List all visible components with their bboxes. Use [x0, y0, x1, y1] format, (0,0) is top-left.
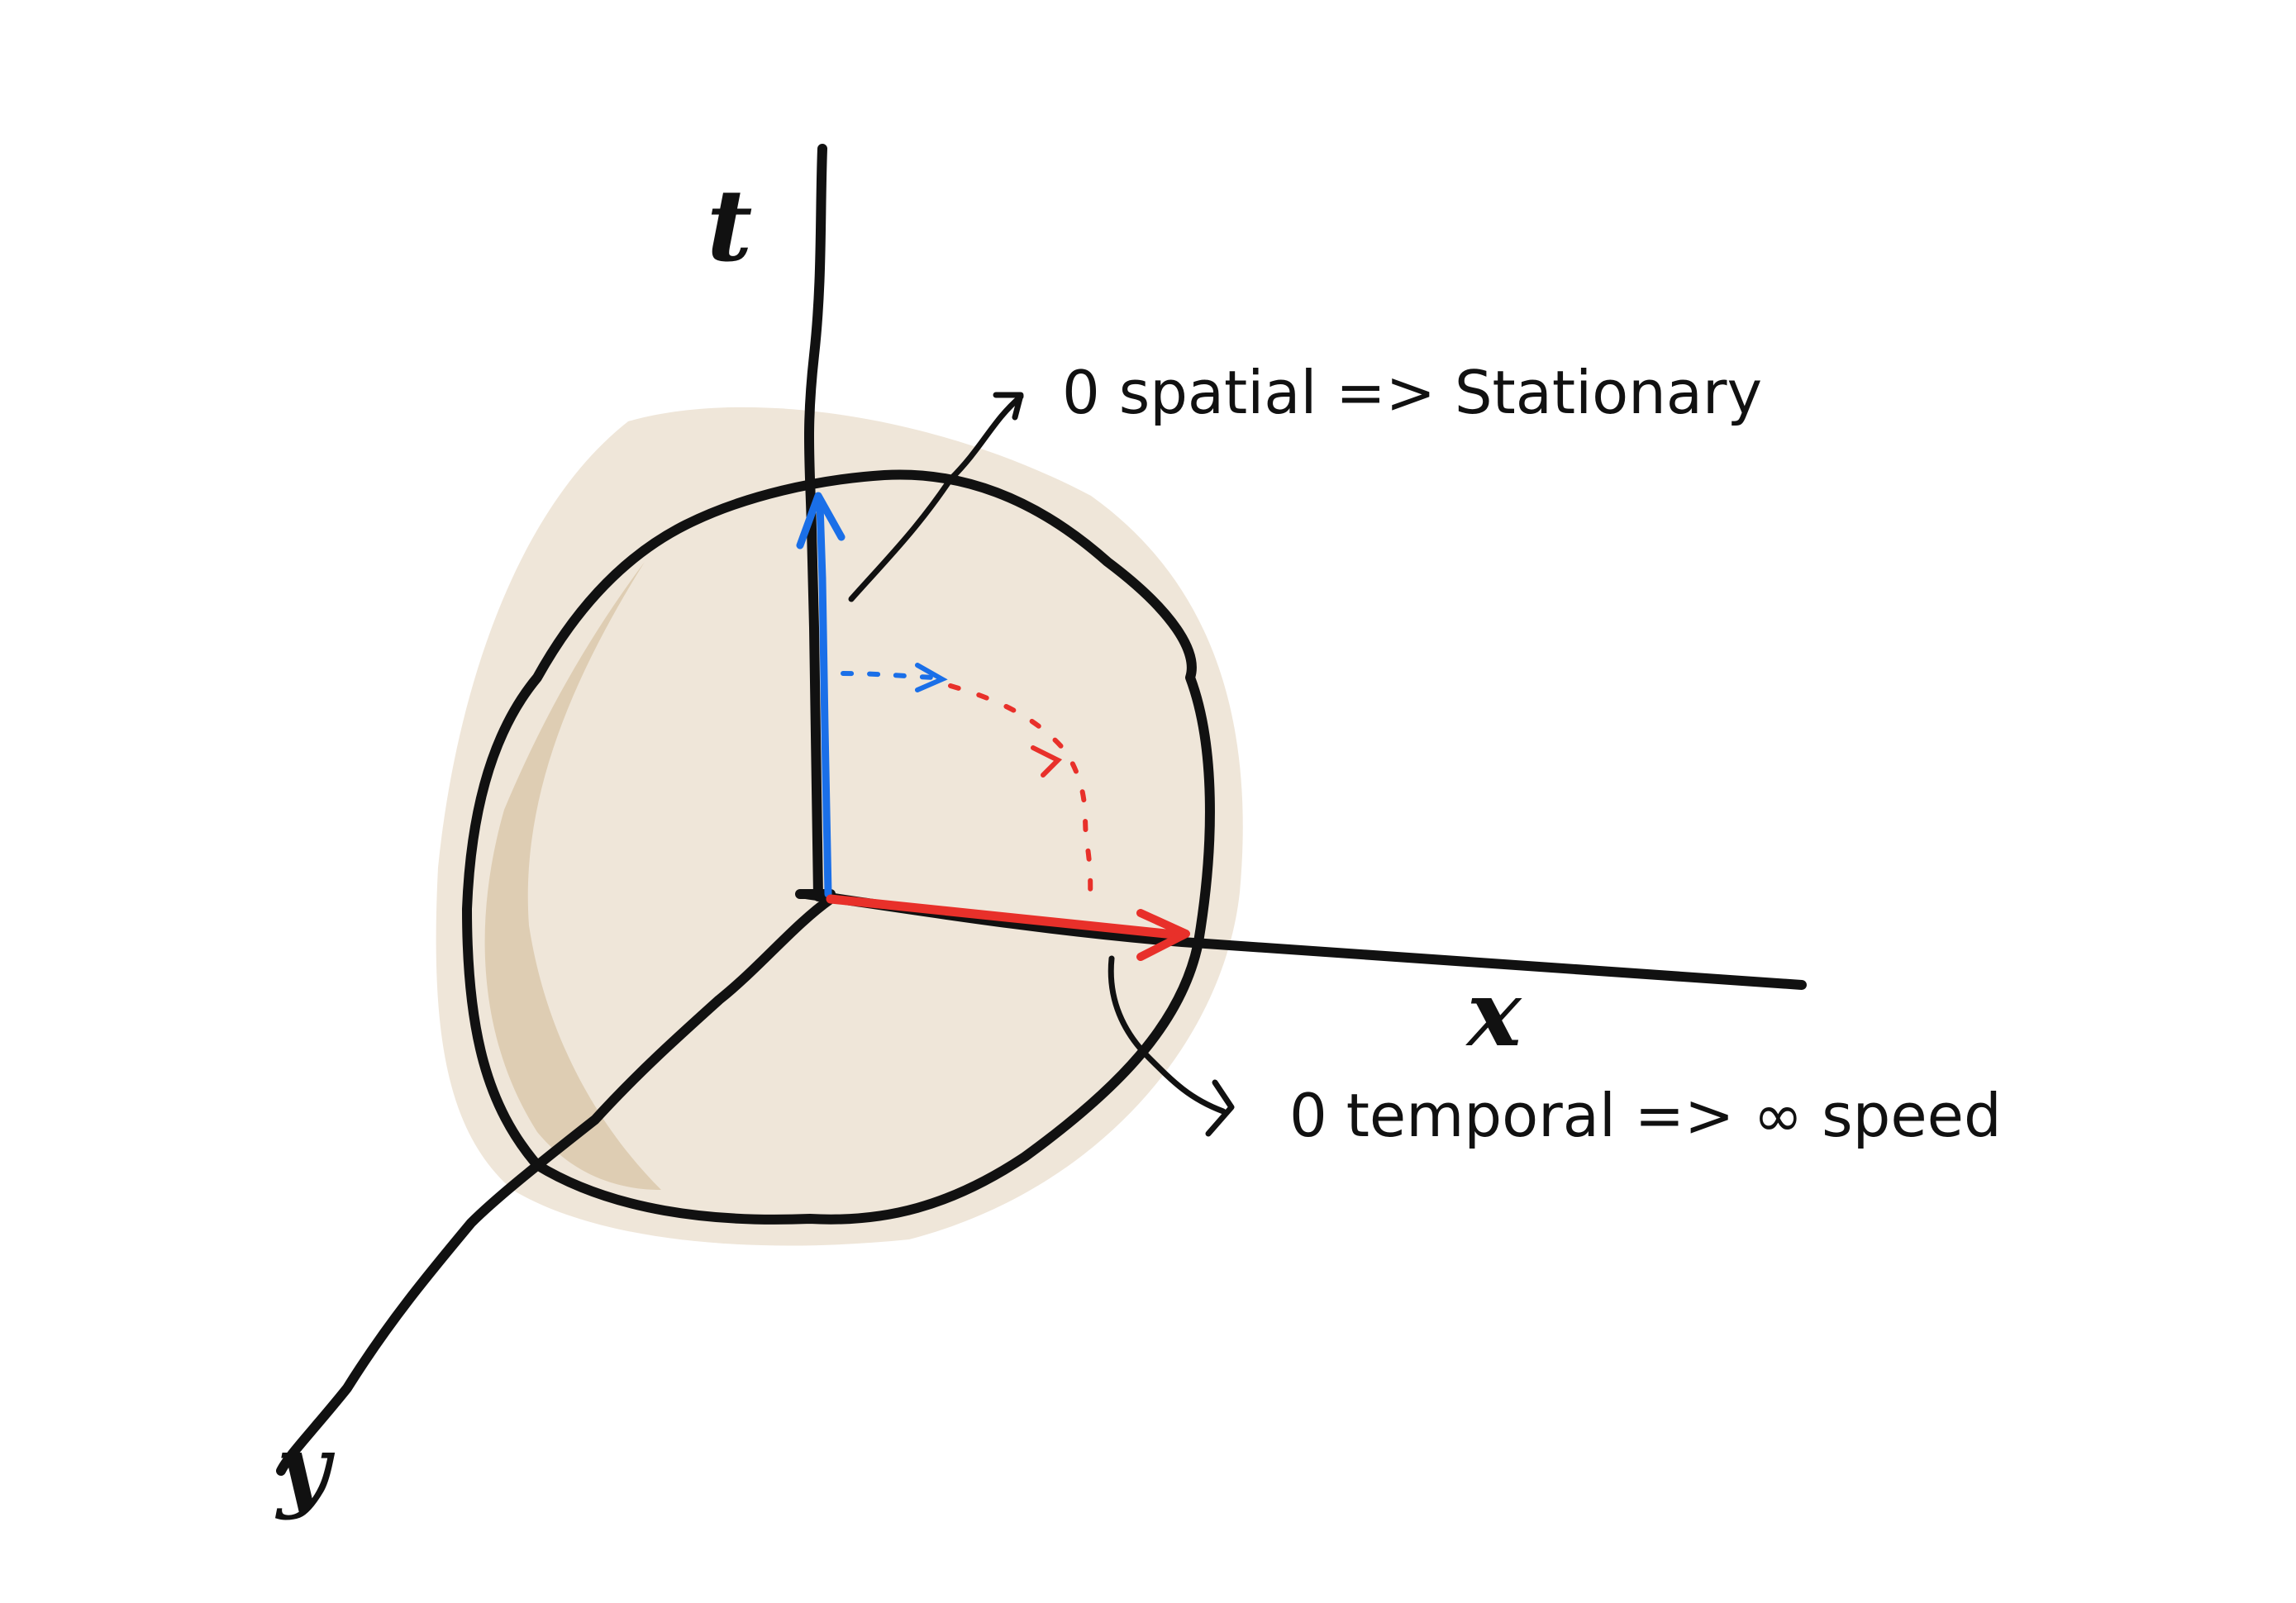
y-axis-label: y — [274, 1415, 336, 1521]
rotation-arc-red — [948, 683, 1093, 911]
temporal-pointer-arrowhead — [1205, 1079, 1235, 1137]
space-vector-arrowhead — [1136, 909, 1190, 961]
t-axis — [803, 144, 827, 901]
time-vector — [816, 500, 832, 898]
time-vector-arrowhead — [796, 492, 846, 549]
spatial-pointer — [848, 393, 1024, 602]
temporal-pointer — [1108, 955, 1227, 1115]
spatial-pointer-arrowhead — [993, 392, 1024, 421]
y-axis — [276, 894, 836, 1476]
t-axis-label: t — [707, 168, 752, 284]
rotation-arc-blue — [841, 671, 936, 680]
temporal-annotation: 0 temporal => ∞ speed — [1289, 1081, 2002, 1150]
space-vector — [826, 894, 1187, 940]
rotation-arc-red-arrowhead — [1031, 745, 1063, 778]
x-axis-label: x — [1465, 960, 1522, 1067]
sphere-outline — [462, 469, 1215, 1225]
sphere-fill — [436, 407, 1243, 1246]
rotation-arc-blue-arrowhead — [915, 663, 948, 692]
sphere-shading — [484, 562, 661, 1190]
spatial-annotation: 0 spatial => Stationary — [1062, 358, 1762, 427]
